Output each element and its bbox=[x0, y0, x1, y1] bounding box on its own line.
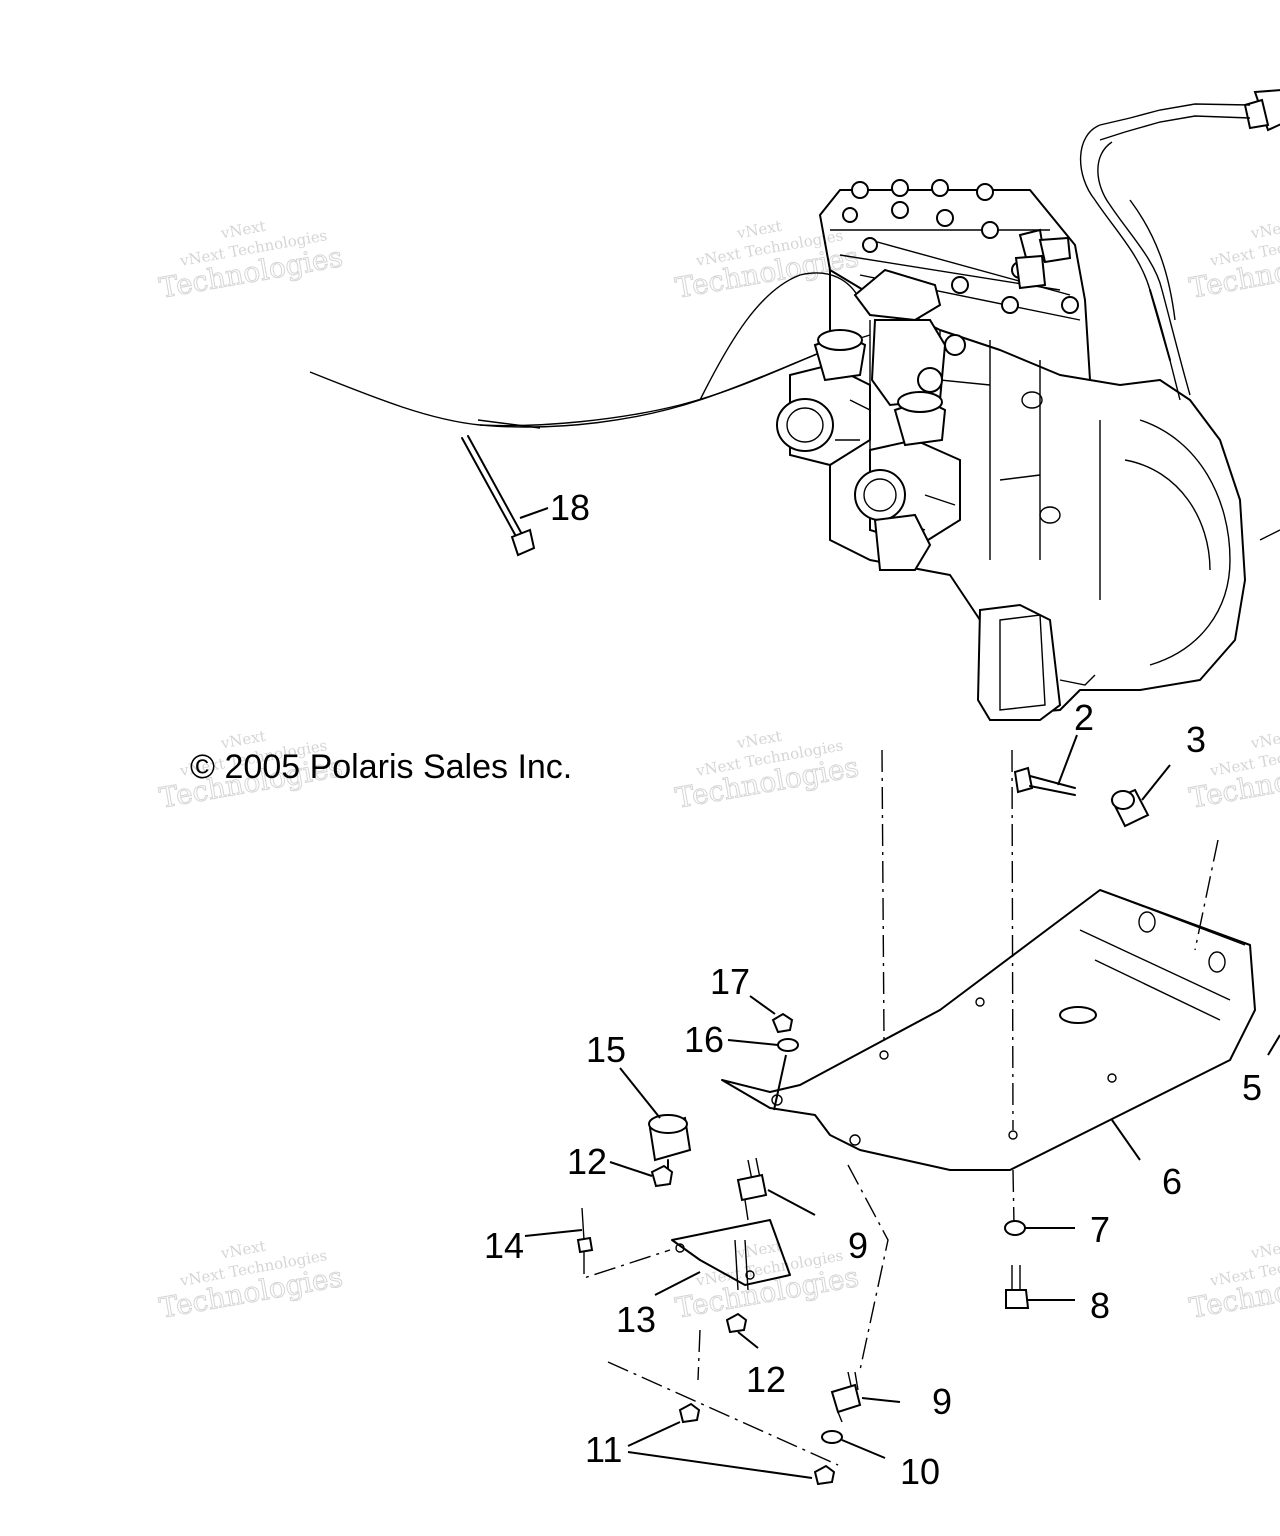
callout-2: 2 bbox=[1074, 697, 1094, 738]
callout-3: 3 bbox=[1186, 719, 1206, 760]
callout-12-lower: 12 bbox=[746, 1359, 786, 1400]
part-9-isolator-upper bbox=[736, 1157, 816, 1221]
watermark-top-left: vNext vNext Technologies Technologies bbox=[156, 217, 345, 305]
callout-13: 13 bbox=[616, 1299, 656, 1340]
callout-16: 16 bbox=[684, 1019, 724, 1060]
callout-18: 18 bbox=[550, 487, 590, 528]
carburetor-2 bbox=[854, 391, 961, 547]
callout-10: 10 bbox=[900, 1451, 940, 1492]
head-bolt bbox=[891, 179, 909, 197]
callout-7: 7 bbox=[1090, 1209, 1110, 1250]
watermark-bottom-right: vNext vNext Technologies Technologies bbox=[1186, 1237, 1280, 1325]
part-14-bolt bbox=[524, 1207, 671, 1279]
head-bolt bbox=[851, 181, 869, 199]
part-3-mount bbox=[1110, 764, 1171, 828]
callout-5: 5 bbox=[1242, 1067, 1262, 1108]
part-11-nuts bbox=[627, 1402, 836, 1486]
part-15-rubber-mount bbox=[619, 1067, 692, 1171]
part-9-isolator-lower bbox=[830, 1164, 901, 1423]
part-12-nut-upper bbox=[609, 1161, 674, 1188]
callout-11: 11 bbox=[585, 1429, 622, 1470]
callout-17: 17 bbox=[710, 961, 750, 1002]
part-13-bracket bbox=[654, 1219, 791, 1296]
callout-6: 6 bbox=[1162, 1161, 1182, 1202]
part-17-nut bbox=[749, 995, 794, 1034]
throttle-cable bbox=[309, 272, 871, 429]
spark-plug-wire bbox=[1079, 89, 1280, 401]
callout-8: 8 bbox=[1090, 1285, 1110, 1326]
head-bolt bbox=[951, 276, 969, 294]
centerlines bbox=[607, 749, 1219, 1466]
watermark-mid-center: vNext vNext Technologies Technologies bbox=[672, 727, 861, 815]
head-bolt bbox=[976, 183, 994, 201]
callout-9-upper: 9 bbox=[848, 1225, 868, 1266]
svg-text:vNext: vNext bbox=[1249, 217, 1280, 243]
callout-12-upper: 12 bbox=[567, 1141, 607, 1182]
part-7-washer bbox=[1004, 1220, 1075, 1236]
head-bolt bbox=[1001, 296, 1019, 314]
head-bolt bbox=[862, 237, 878, 253]
callout-9-lower: 9 bbox=[932, 1381, 952, 1422]
callout-14: 14 bbox=[484, 1225, 524, 1266]
watermark-top-center: vNext vNext Technologies Technologies bbox=[672, 217, 861, 305]
part-18-bolt bbox=[461, 435, 549, 557]
connector-line bbox=[773, 1054, 787, 1111]
svg-text:vNext: vNext bbox=[1249, 727, 1280, 753]
watermark-bottom-left: vNext vNext Technologies Technologies bbox=[156, 1237, 345, 1325]
callout-labels: 2 3 5 6 7 8 9 9 10 11 12 12 13 14 15 16 … bbox=[484, 487, 1262, 1492]
head-bolt bbox=[1061, 296, 1079, 314]
part-16-washer bbox=[727, 1038, 799, 1052]
svg-text:vNext: vNext bbox=[1249, 1237, 1280, 1263]
head-bolt bbox=[981, 221, 999, 239]
copyright-text: © 2005 Polaris Sales Inc. bbox=[190, 748, 572, 786]
part-8-bolt bbox=[1005, 1265, 1075, 1309]
watermark-top-right: vNext vNext Technologies Technologies bbox=[1186, 217, 1280, 305]
head-bolt bbox=[842, 207, 858, 223]
part-2-bolt bbox=[1013, 734, 1078, 796]
carburetor-1 bbox=[776, 329, 871, 467]
callout-15: 15 bbox=[586, 1029, 626, 1070]
part-6-engine-plate bbox=[721, 889, 1280, 1171]
head-bolt bbox=[931, 179, 949, 197]
part-10-washer bbox=[821, 1430, 886, 1459]
engine-assembly bbox=[776, 179, 1280, 721]
head-bolt bbox=[936, 209, 954, 227]
head-bolt bbox=[891, 201, 909, 219]
part-12-nut-lower bbox=[725, 1312, 759, 1349]
